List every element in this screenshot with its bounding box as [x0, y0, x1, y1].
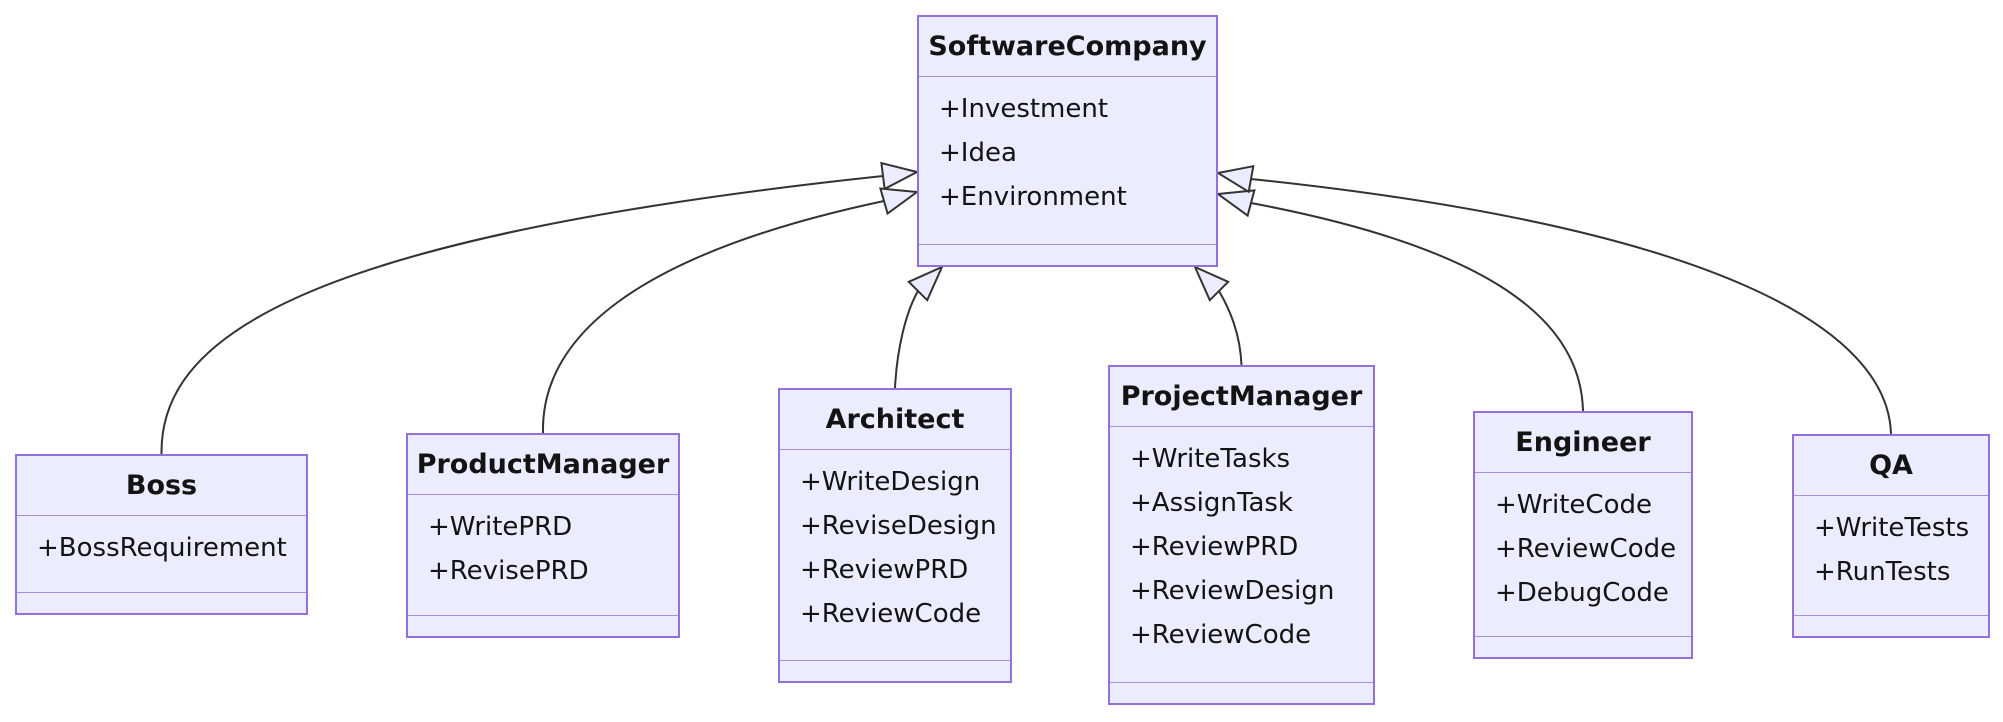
- class-attributes: +WritePRD +RevisePRD: [408, 495, 678, 616]
- class-title: QA: [1794, 436, 1988, 496]
- class-attributes: +BossRequirement: [17, 516, 306, 593]
- class-attribute: +ReviewCode: [1130, 620, 1312, 650]
- edge-projectmanager-to-softwarecompany: [1218, 290, 1243, 366]
- class-attribute: +Idea: [939, 138, 1017, 168]
- class-methods-empty: [1794, 616, 1988, 636]
- inheritance-arrow-icon: [1193, 265, 1230, 302]
- edge-architect-to-softwarecompany: [894, 290, 919, 389]
- class-title: ProjectManager: [1110, 367, 1373, 427]
- class-attribute: +ReviewPRD: [800, 555, 969, 585]
- class-box-engineer: Engineer +WriteCode +ReviewCode +DebugCo…: [1473, 411, 1693, 659]
- class-title: SoftwareCompany: [919, 17, 1216, 77]
- class-attribute: +ReviewCode: [800, 599, 982, 629]
- class-methods-empty: [1475, 637, 1691, 657]
- class-attribute: +ReviewDesign: [1130, 576, 1335, 606]
- class-attributes: +WriteTests +RunTests: [1794, 496, 1988, 616]
- edge-engineer-to-softwarecompany: [1250, 202, 1584, 412]
- edge-productmanager-to-softwarecompany: [541, 200, 885, 434]
- class-methods-empty: [17, 593, 306, 613]
- inheritance-arrow-icon: [880, 161, 920, 191]
- class-attribute: +ReviewPRD: [1130, 532, 1299, 562]
- class-title: Architect: [780, 390, 1010, 450]
- class-methods-empty: [919, 245, 1216, 265]
- class-attribute: +BossRequirement: [37, 533, 287, 563]
- inheritance-arrow-icon: [879, 187, 920, 216]
- class-attributes: +WriteTasks +AssignTask +ReviewPRD +Revi…: [1110, 427, 1373, 683]
- inheritance-arrow-icon: [1215, 164, 1255, 194]
- class-methods-empty: [780, 661, 1010, 681]
- class-attribute: +WritePRD: [428, 512, 573, 542]
- class-attributes: +Investment +Idea +Environment: [919, 77, 1216, 245]
- class-title: Engineer: [1475, 413, 1691, 473]
- class-attribute: +DebugCode: [1495, 578, 1669, 608]
- class-attribute: +ReviseDesign: [800, 511, 997, 541]
- class-attribute: +ReviewCode: [1495, 534, 1677, 564]
- class-attributes: +WriteCode +ReviewCode +DebugCode: [1475, 473, 1691, 637]
- class-attribute: +WriteTests: [1814, 513, 1970, 543]
- edge-qa-to-softwarecompany: [1250, 178, 1892, 435]
- class-methods-empty: [408, 616, 678, 636]
- inheritance-arrow-icon: [1215, 189, 1256, 218]
- class-box-boss: Boss +BossRequirement: [15, 454, 308, 615]
- class-methods-empty: [1110, 683, 1373, 703]
- class-attribute: +AssignTask: [1130, 488, 1293, 518]
- class-attribute: +Environment: [939, 182, 1127, 212]
- class-box-projectmanager: ProjectManager +WriteTasks +AssignTask +…: [1108, 365, 1375, 705]
- class-box-productmanager: ProductManager +WritePRD +RevisePRD: [406, 433, 680, 638]
- class-attribute: +WriteCode: [1495, 490, 1652, 520]
- class-attribute: +RunTests: [1814, 557, 1951, 587]
- class-attribute: +RevisePRD: [428, 556, 589, 586]
- class-box-softwarecompany: SoftwareCompany +Investment +Idea +Envir…: [917, 15, 1218, 267]
- class-attribute: +WriteDesign: [800, 467, 981, 497]
- class-title: Boss: [17, 456, 306, 516]
- inheritance-arrow-icon: [907, 265, 944, 302]
- class-attributes: +WriteDesign +ReviseDesign +ReviewPRD +R…: [780, 450, 1010, 661]
- edge-boss-to-softwarecompany: [160, 175, 884, 455]
- class-box-qa: QA +WriteTests +RunTests: [1792, 434, 1990, 638]
- class-title: ProductManager: [408, 435, 678, 495]
- class-box-architect: Architect +WriteDesign +ReviseDesign +Re…: [778, 388, 1012, 683]
- class-attribute: +Investment: [939, 94, 1109, 124]
- class-attribute: +WriteTasks: [1130, 444, 1291, 474]
